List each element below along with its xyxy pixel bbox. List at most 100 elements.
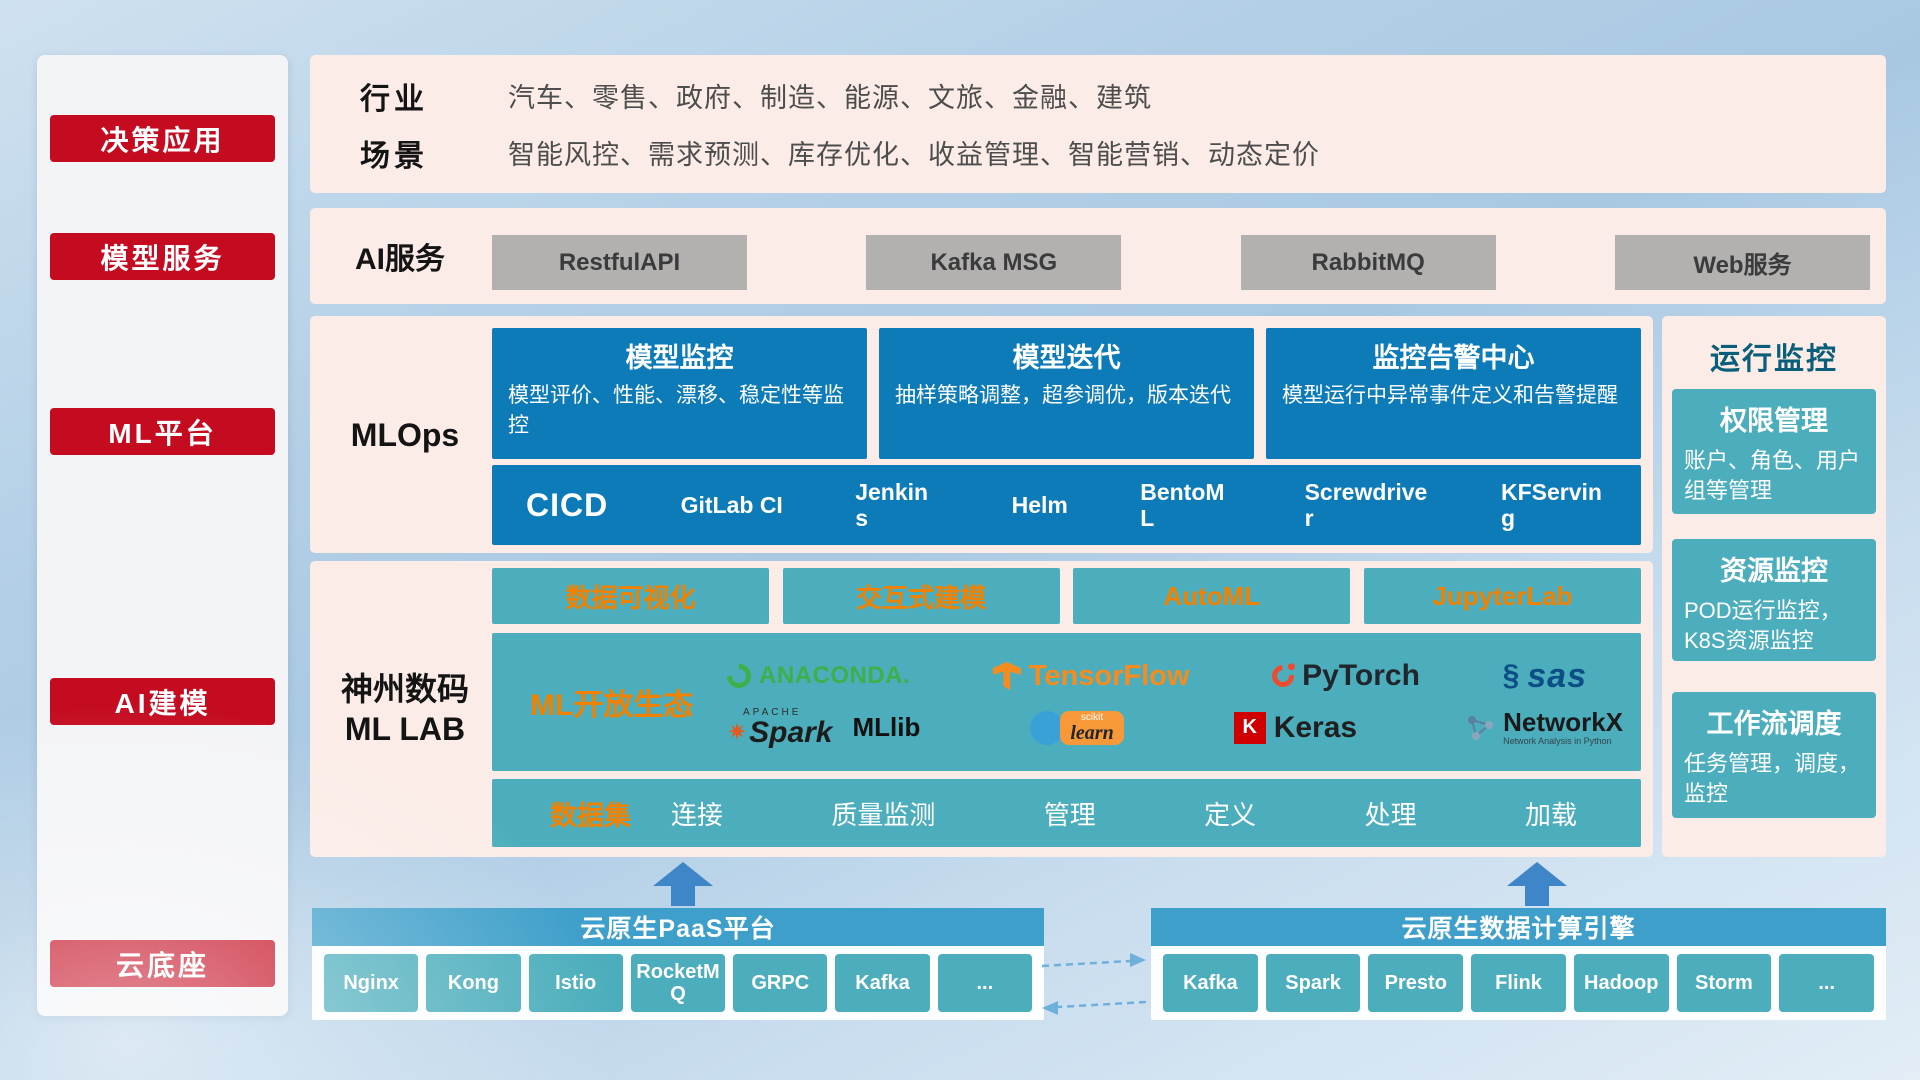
paas-items: Nginx Kong Istio RocketMQ GRPC Kafka ... <box>312 946 1044 1020</box>
card-title: 工作流调度 <box>1706 709 1842 739</box>
mlops-card-alert-center: 监控告警中心 模型运行中异常事件定义和告警提醒 <box>1266 328 1641 459</box>
tensorflow-logo: TensorFlow <box>992 660 1189 693</box>
rail-item-label: 云底座 <box>115 949 209 981</box>
paas-item-more: ... <box>937 954 1032 1012</box>
tool-data-visualization: 数据可视化 <box>492 568 769 624</box>
cicd-label: CICD <box>526 486 609 523</box>
mllab-label: 神州数码 ML LAB <box>325 561 485 857</box>
rail-item-label: 模型服务 <box>100 242 225 274</box>
rail-item-decision-apps: 决策应用 <box>50 115 275 162</box>
engine-item-more: ... <box>1779 954 1875 1012</box>
data-flow-arrows-icon <box>1041 953 1147 1015</box>
engine-items: Kafka Spark Presto Flink Hadoop Storm ..… <box>1151 946 1886 1020</box>
ml-ecosystem-box: ML开放生态 ANACONDA. TensorFlow PyTorch <box>492 633 1641 771</box>
networkx-icon <box>1468 716 1494 741</box>
scikit-circle-icon <box>1030 710 1065 745</box>
cicd-tool-gitlab-ci: GitLab CI <box>680 491 783 518</box>
tool-automl: AutoML <box>1073 568 1351 624</box>
mllab-tools-row: 数据可视化 交互式建模 AutoML JupyterLab <box>492 568 1641 624</box>
mlops-card-model-monitoring: 模型监控 模型评价、性能、漂移、稳定性等监控 <box>492 328 867 459</box>
sas-logo: § sas <box>1502 656 1587 695</box>
anaconda-logo: ANACONDA. <box>722 659 910 693</box>
dataset-item-manage: 管理 <box>1043 799 1096 830</box>
mllab-label-line1: 神州数码 <box>340 671 469 707</box>
service-kafka-msg: Kafka MSG <box>866 235 1122 290</box>
tool-jupyterlab: JupyterLab <box>1363 568 1641 624</box>
mllab-panel: 神州数码 ML LAB 数据可视化 交互式建模 AutoML JupyterLa… <box>310 561 1653 857</box>
spark-star-icon: ✷ <box>727 718 748 746</box>
industry-scene-panel: 行业 汽车、零售、政府、制造、能源、文旅、金融、建筑 场景 智能风控、需求预测、… <box>310 55 1886 193</box>
ai-service-row: RestfulAPI Kafka MSG RabbitMQ Web服务 <box>492 235 1870 290</box>
card-title: 资源监控 <box>1720 556 1828 586</box>
card-title: 模型监控 <box>625 343 734 373</box>
ml-ecosystem-label: ML开放生态 <box>530 689 694 722</box>
rail-item-ai-modeling: AI建模 <box>50 678 275 725</box>
up-arrow-icon <box>1507 862 1567 906</box>
cicd-bar: CICD GitLab CI Jenkins Helm BentoML Scre… <box>492 465 1641 545</box>
card-title: 监控告警中心 <box>1372 343 1535 373</box>
monitor-card-permissions: 权限管理 账户、角色、用户组等管理 <box>1672 389 1876 514</box>
dataset-label: 数据集 <box>550 800 631 831</box>
ai-service-label: AI服务 <box>355 243 445 276</box>
paas-item-istio: Istio <box>528 954 623 1012</box>
paas-item-kong: Kong <box>426 954 521 1012</box>
engine-item-storm: Storm <box>1676 954 1772 1012</box>
rail-item-label: AI建模 <box>114 687 211 719</box>
scene-label: 场景 <box>360 139 428 173</box>
industry-label: 行业 <box>360 82 428 116</box>
card-desc: 模型评价、性能、漂移、稳定性等监控 <box>508 384 844 437</box>
spark-mllib-logo: APACHE ✷ Spark MLlib <box>727 706 921 749</box>
dataset-item-quality: 质量监测 <box>831 799 936 830</box>
keras-k-icon: K <box>1233 711 1266 744</box>
ai-service-panel: AI服务 RestfulAPI Kafka MSG RabbitMQ Web服务 <box>310 208 1886 304</box>
dataset-item-load: 加载 <box>1524 799 1577 830</box>
monitor-card-resources: 资源监控 POD运行监控，K8S资源监控 <box>1672 539 1876 661</box>
rail-item-model-service: 模型服务 <box>50 233 275 280</box>
keras-logo: K Keras <box>1233 711 1357 745</box>
cicd-tool-jenkins: Jenkins <box>855 478 929 531</box>
card-desc: 模型运行中异常事件定义和告警提醒 <box>1282 384 1618 407</box>
rail-item-cloud-base: 云底座 <box>50 940 275 987</box>
mlops-cards: 模型监控 模型评价、性能、漂移、稳定性等监控 模型迭代 抽样策略调整，超参调优，… <box>492 328 1641 459</box>
card-desc: 抽样策略调整，超参调优，版本迭代 <box>895 384 1231 407</box>
paas-item-nginx: Nginx <box>324 954 419 1012</box>
ml-ecosystem-logos: ANACONDA. TensorFlow PyTorch § sas <box>722 633 1623 771</box>
engine-item-flink: Flink <box>1471 954 1566 1012</box>
dataset-item-process: 处理 <box>1364 799 1417 830</box>
paas-item-grpc: GRPC <box>733 954 828 1012</box>
data-engine-header: 云原生数据计算引擎 <box>1151 908 1886 946</box>
engine-item-presto: Presto <box>1368 954 1464 1012</box>
left-rail: 决策应用 模型服务 ML平台 AI建模 云底座 <box>37 55 288 1016</box>
sas-swirl-icon: § <box>1502 659 1520 692</box>
cicd-tool-bentoml: BentoML <box>1140 478 1225 531</box>
rail-item-ml-platform: ML平台 <box>50 408 275 455</box>
cicd-tool-kfserving: KFServing <box>1500 478 1602 531</box>
service-web: Web服务 <box>1614 235 1870 290</box>
engine-item-spark: Spark <box>1265 954 1361 1012</box>
scikit-learn-logo: scikit learn <box>1030 710 1124 745</box>
pytorch-logo: PyTorch <box>1267 659 1420 693</box>
rail-item-label: 决策应用 <box>100 124 225 156</box>
tensorflow-icon <box>992 662 1021 690</box>
paas-item-rocketmq: RocketMQ <box>630 954 726 1012</box>
monitor-card-workflow: 工作流调度 任务管理，调度，监控 <box>1672 692 1876 818</box>
runtime-monitor-panel: 运行监控 权限管理 账户、角色、用户组等管理 资源监控 POD运行监控，K8S资… <box>1662 316 1886 857</box>
mlops-panel: MLOps 模型监控 模型评价、性能、漂移、稳定性等监控 模型迭代 抽样策略调整… <box>310 316 1653 553</box>
card-desc: POD运行监控，K8S资源监控 <box>1684 598 1842 654</box>
paas-platform-header: 云原生PaaS平台 <box>312 908 1044 946</box>
paas-platform-group: 云原生PaaS平台 Nginx Kong Istio RocketMQ GRPC… <box>312 908 1044 1020</box>
rail-item-label: ML平台 <box>108 417 217 449</box>
service-restfulapi: RestfulAPI <box>492 235 747 290</box>
networkx-logo: NetworkX Network Analysis in Python <box>1467 708 1623 746</box>
paas-item-kafka: Kafka <box>835 954 930 1012</box>
pytorch-icon <box>1267 660 1299 692</box>
engine-item-kafka: Kafka <box>1163 954 1258 1012</box>
mlops-card-model-iteration: 模型迭代 抽样策略调整，超参调优，版本迭代 <box>879 328 1254 459</box>
card-desc: 任务管理，调度，监控 <box>1684 751 1861 807</box>
card-title: 模型迭代 <box>1012 343 1121 373</box>
mlops-label: MLOps <box>350 416 460 453</box>
runtime-monitor-title: 运行监控 <box>1710 343 1838 376</box>
dataset-row: 数据集 连接 质量监测 管理 定义 处理 加载 <box>492 779 1641 847</box>
cicd-tool-screwdriver: Screwdriver <box>1304 478 1428 531</box>
